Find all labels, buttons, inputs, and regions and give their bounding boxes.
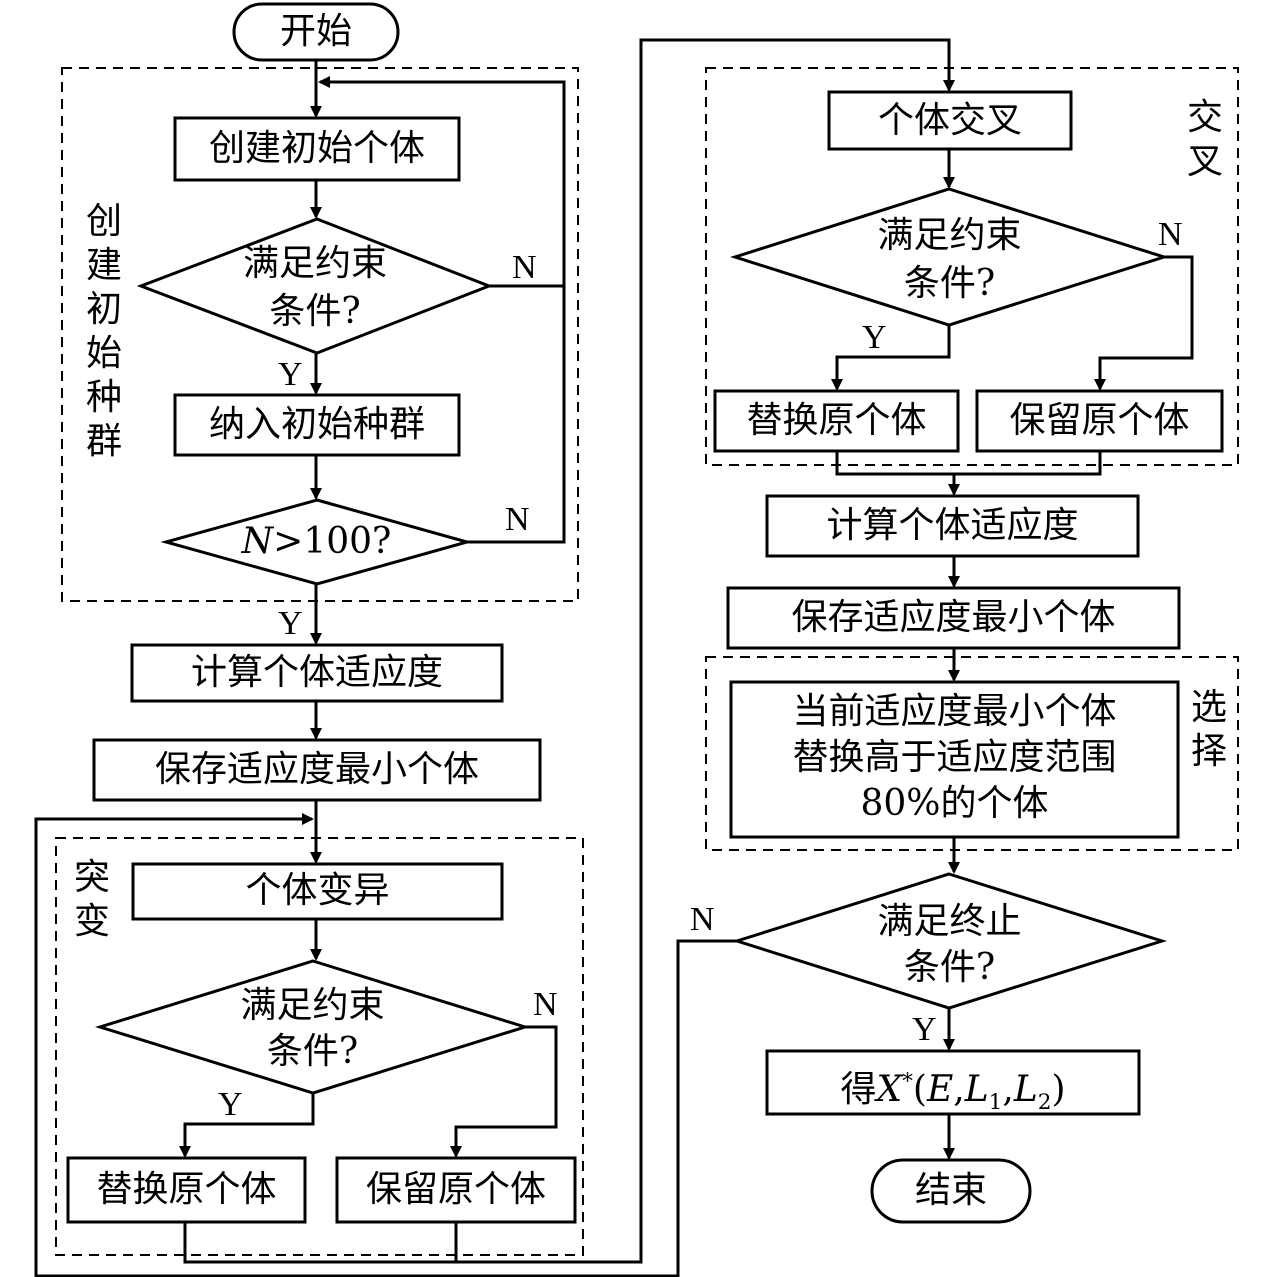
yes-label-1: Y [278,356,303,393]
no-label-2: N [505,501,530,538]
constraint-3-line1: 满足约束 [877,215,1022,256]
keep-label-2: 保留原个体 [1009,400,1190,441]
select-line2: 替换高于适应度范围 [792,737,1117,778]
no-label-5: N [690,901,715,938]
select-line3: 80%的个体 [860,783,1049,824]
keep-label-1: 保留原个体 [365,1169,546,1210]
fitness-label-1: 计算个体适应度 [190,652,443,693]
select-line1: 当前适应度最小个体 [792,691,1117,732]
start-label: 开始 [279,11,352,52]
no-label-1: N [512,249,537,286]
group-label-cross: 交叉 [1186,97,1223,182]
end-label: 结束 [914,1170,987,1211]
fitness-label-2: 计算个体适应度 [826,505,1079,546]
add-population-label: 纳入初始种群 [208,404,425,445]
replace-label-1: 替换原个体 [96,1169,277,1210]
constraint-1-line1: 满足约束 [242,243,387,284]
group-box-cross [705,67,1239,466]
group-box-select [705,656,1239,851]
constraint-2-line2: 条件? [266,1031,359,1072]
constraint-2-line1: 满足约束 [240,985,385,1026]
no-label-3: N [533,986,558,1023]
replace-label-2: 替换原个体 [746,400,927,441]
terminate-line1: 满足终止 [877,901,1022,942]
constraint-3-line2: 条件? [903,263,996,304]
group-label-select: 选择 [1190,687,1227,772]
yes-label-5: Y [912,1011,937,1048]
no-label-4: N [1158,216,1183,253]
n-check-label: N>100? [241,521,392,562]
save-min-label-1: 保存适应度最小个体 [154,749,479,790]
create-individual-label: 创建初始个体 [208,128,425,169]
crossover-label: 个体交叉 [877,100,1022,141]
end-terminal [870,1158,1032,1224]
save-min-label-2: 保存适应度最小个体 [791,597,1116,638]
group-box-mutate [55,837,584,1256]
yes-label-3: Y [218,1086,243,1123]
terminate-line2: 条件? [903,947,996,988]
yes-label-2: Y [278,605,303,642]
group-label-init: 创建初始种群 [85,201,122,462]
group-label-mutate: 突变 [73,857,110,942]
yes-label-4: Y [862,319,887,356]
mutation-label: 个体变异 [245,870,390,911]
constraint-1-line2: 条件? [269,291,361,332]
group-box-init [61,67,579,602]
result-label: 得X*(E,L1,L2) [840,1069,1066,1116]
result-box [765,1049,1141,1116]
